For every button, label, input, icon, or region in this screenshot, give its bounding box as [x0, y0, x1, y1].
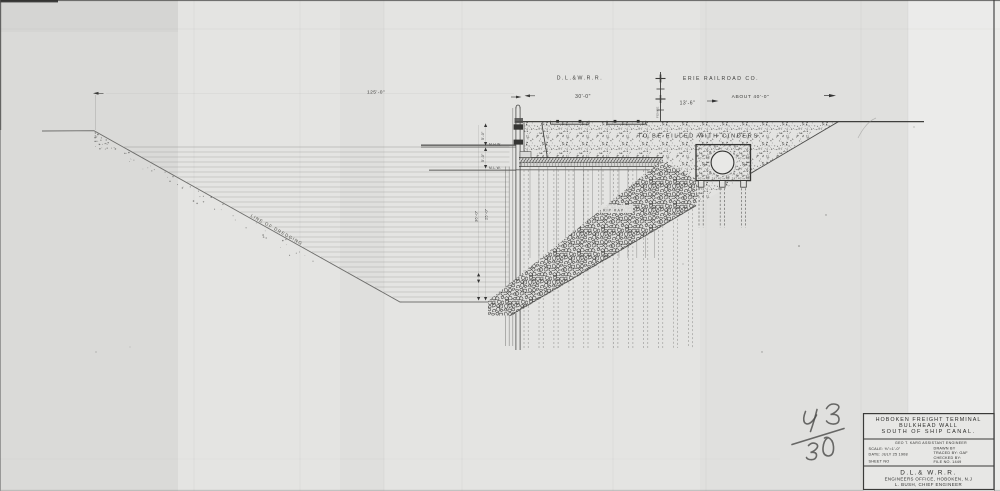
svg-text:M.H.W.: M.H.W.: [489, 143, 502, 147]
svg-text:FILE NO. 1449: FILE NO. 1449: [934, 460, 962, 464]
svg-text:D.L.&W.R.R.: D.L.&W.R.R.: [557, 76, 603, 82]
svg-text:5'-0": 5'-0": [481, 153, 485, 162]
svg-text:5'-0": 5'-0": [481, 131, 485, 140]
svg-text:DRAWN BY: DRAWN BY: [934, 447, 956, 451]
svg-text:CHECKED BY:: CHECKED BY:: [934, 456, 962, 460]
svg-text:DATE: JULY 25 1908: DATE: JULY 25 1908: [869, 453, 908, 457]
svg-text:SCALE: ⅜"=1'-0": SCALE: ⅜"=1'-0": [869, 447, 901, 451]
svg-text:SHEET NO: SHEET NO: [869, 459, 890, 463]
svg-text:BULKHEAD WALL: BULKHEAD WALL: [899, 423, 958, 429]
svg-text:TRACED BY: GAF: TRACED BY: GAF: [934, 451, 969, 455]
svg-text:D.L.& W.R.R.: D.L.& W.R.R.: [900, 470, 957, 477]
svg-text:GEO T. KARG ASSISTANT ENGINEER: GEO T. KARG ASSISTANT ENGINEER: [895, 441, 967, 445]
svg-text:RIP RAP: RIP RAP: [603, 209, 624, 213]
svg-text:HOBOKEN FREIGHT TERMINAL: HOBOKEN FREIGHT TERMINAL: [876, 417, 982, 423]
svg-text:M.L.W.: M.L.W.: [489, 166, 501, 170]
svg-text:25'-0": 25'-0": [483, 208, 488, 220]
svg-text:FENCE: FENCE: [656, 106, 660, 118]
svg-text:ERIE RAILROAD CO.: ERIE RAILROAD CO.: [683, 76, 759, 82]
svg-text:L. BUSH, CHIEF ENGINEER: L. BUSH, CHIEF ENGINEER: [895, 482, 962, 487]
svg-text:ABOUT 40'-0": ABOUT 40'-0": [732, 94, 770, 100]
svg-text:125'-0": 125'-0": [367, 89, 385, 95]
svg-text:ENGINEERS OFFICE, HOBOKEN, N.J: ENGINEERS OFFICE, HOBOKEN, N.J: [885, 476, 973, 481]
svg-text:SOUTH OF SHIP CANAL.: SOUTH OF SHIP CANAL.: [881, 429, 975, 435]
svg-text:13'-6": 13'-6": [680, 101, 696, 107]
svg-text:36'-0": 36'-0": [473, 210, 478, 222]
svg-text:30'-0": 30'-0": [575, 94, 591, 100]
svg-text:TO BE FILLED WITH CINDERS.: TO BE FILLED WITH CINDERS.: [638, 134, 762, 140]
